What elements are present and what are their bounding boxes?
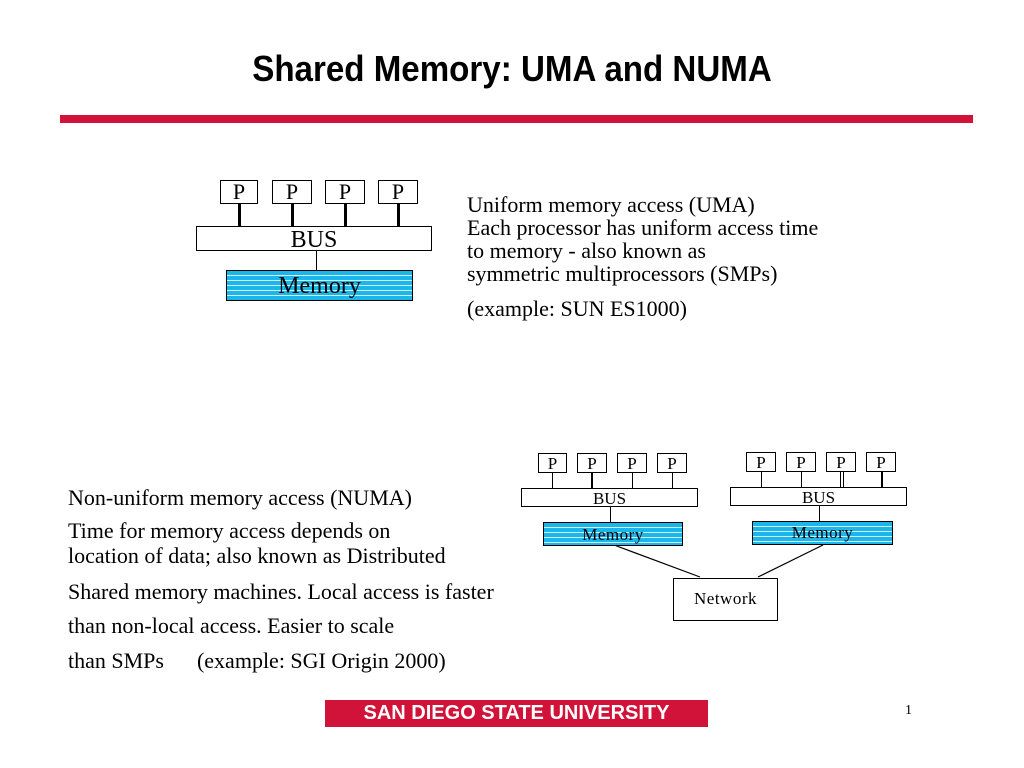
numa-heading: Non-uniform memory access (NUMA) <box>68 485 412 510</box>
uma-memory-link <box>316 251 317 270</box>
uma-description-line: symmetric multiprocessors (SMPs) <box>467 261 778 286</box>
numa-memory: Memory <box>543 522 683 546</box>
numa-bus-link <box>632 473 633 488</box>
uma-description-line: to memory - also known as <box>467 238 706 263</box>
numa-bus-link <box>591 473 593 488</box>
numa-description-line: location of data; also known as Distribu… <box>68 543 446 568</box>
uma-example: (example: SUN ES1000) <box>467 296 687 321</box>
numa-memory-link <box>610 507 611 522</box>
numa-bus-link <box>840 472 841 487</box>
numa-description-line: than non-local access. Easier to scale <box>68 613 395 638</box>
uma-description-line: Each processor has uniform access time <box>467 215 819 240</box>
numa-bus-link <box>843 472 844 487</box>
numa-bus-link <box>801 472 802 487</box>
numa-processor: P <box>786 452 816 472</box>
title-divider <box>60 115 973 123</box>
numa-memory: Memory <box>752 521 893 545</box>
uma-memory: Memory <box>226 270 413 301</box>
numa-bus-link <box>761 472 762 487</box>
numa-processor: P <box>826 452 856 472</box>
numa-example-line: than SMPs (example: SGI Origin 2000) <box>68 648 446 673</box>
numa-bus: BUS <box>521 488 698 508</box>
numa-processor: P <box>617 453 647 473</box>
uma-bus: BUS <box>196 226 432 253</box>
uma-processor: P <box>272 180 312 204</box>
network-link-right <box>757 544 824 578</box>
uma-processor: P <box>220 180 258 204</box>
numa-description-line: Shared memory machines. Local access is … <box>68 579 494 604</box>
slide-title: Shared Memory: UMA and NUMA <box>252 48 772 89</box>
numa-bus-link <box>552 473 553 488</box>
uma-processor: P <box>378 180 418 204</box>
numa-bus-link <box>881 472 883 487</box>
uma-processor: P <box>325 180 365 204</box>
numa-processor: P <box>538 453 567 473</box>
uma-heading: Uniform memory access (UMA) <box>467 192 755 217</box>
uma-bus-link <box>397 204 400 226</box>
numa-bus-link <box>672 473 673 488</box>
numa-description-line: Time for memory access depends on <box>68 518 391 543</box>
network-box: Network <box>673 578 778 621</box>
network-link-left <box>613 544 701 578</box>
university-logo: SAN DIEGO STATE UNIVERSITY <box>325 700 708 727</box>
numa-memory-link <box>819 506 820 521</box>
numa-processor: P <box>746 452 776 472</box>
page-number: 1 <box>905 703 912 718</box>
uma-bus-link <box>238 204 241 226</box>
numa-processor: P <box>866 452 896 472</box>
uma-bus-link <box>291 204 294 226</box>
uma-bus-link <box>344 204 347 226</box>
numa-processor: P <box>657 453 687 473</box>
numa-processor: P <box>577 453 607 473</box>
numa-bus: BUS <box>730 487 907 507</box>
